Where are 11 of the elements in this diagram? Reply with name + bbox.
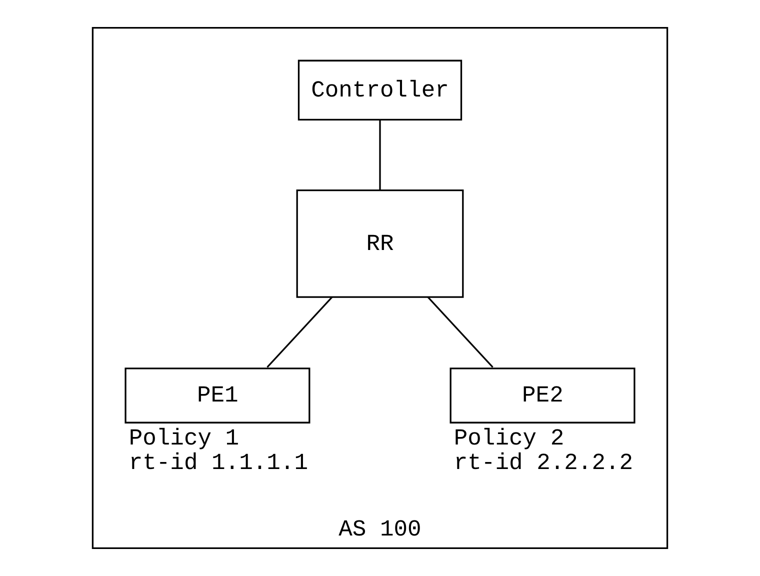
connector	[266, 296, 333, 368]
node-box: PE1	[124, 368, 310, 424]
node-label: rt-id 1.1.1.1	[128, 450, 308, 476]
node-label: rt-id 2.2.2.2	[454, 450, 634, 476]
node-box: RR	[296, 190, 464, 298]
node-box: Controller	[298, 60, 462, 121]
connector	[379, 120, 381, 190]
connector	[427, 296, 494, 368]
node-box: PE2	[450, 368, 636, 424]
node-label: Policy 1	[128, 425, 240, 452]
node-label: Policy 2	[454, 425, 564, 452]
